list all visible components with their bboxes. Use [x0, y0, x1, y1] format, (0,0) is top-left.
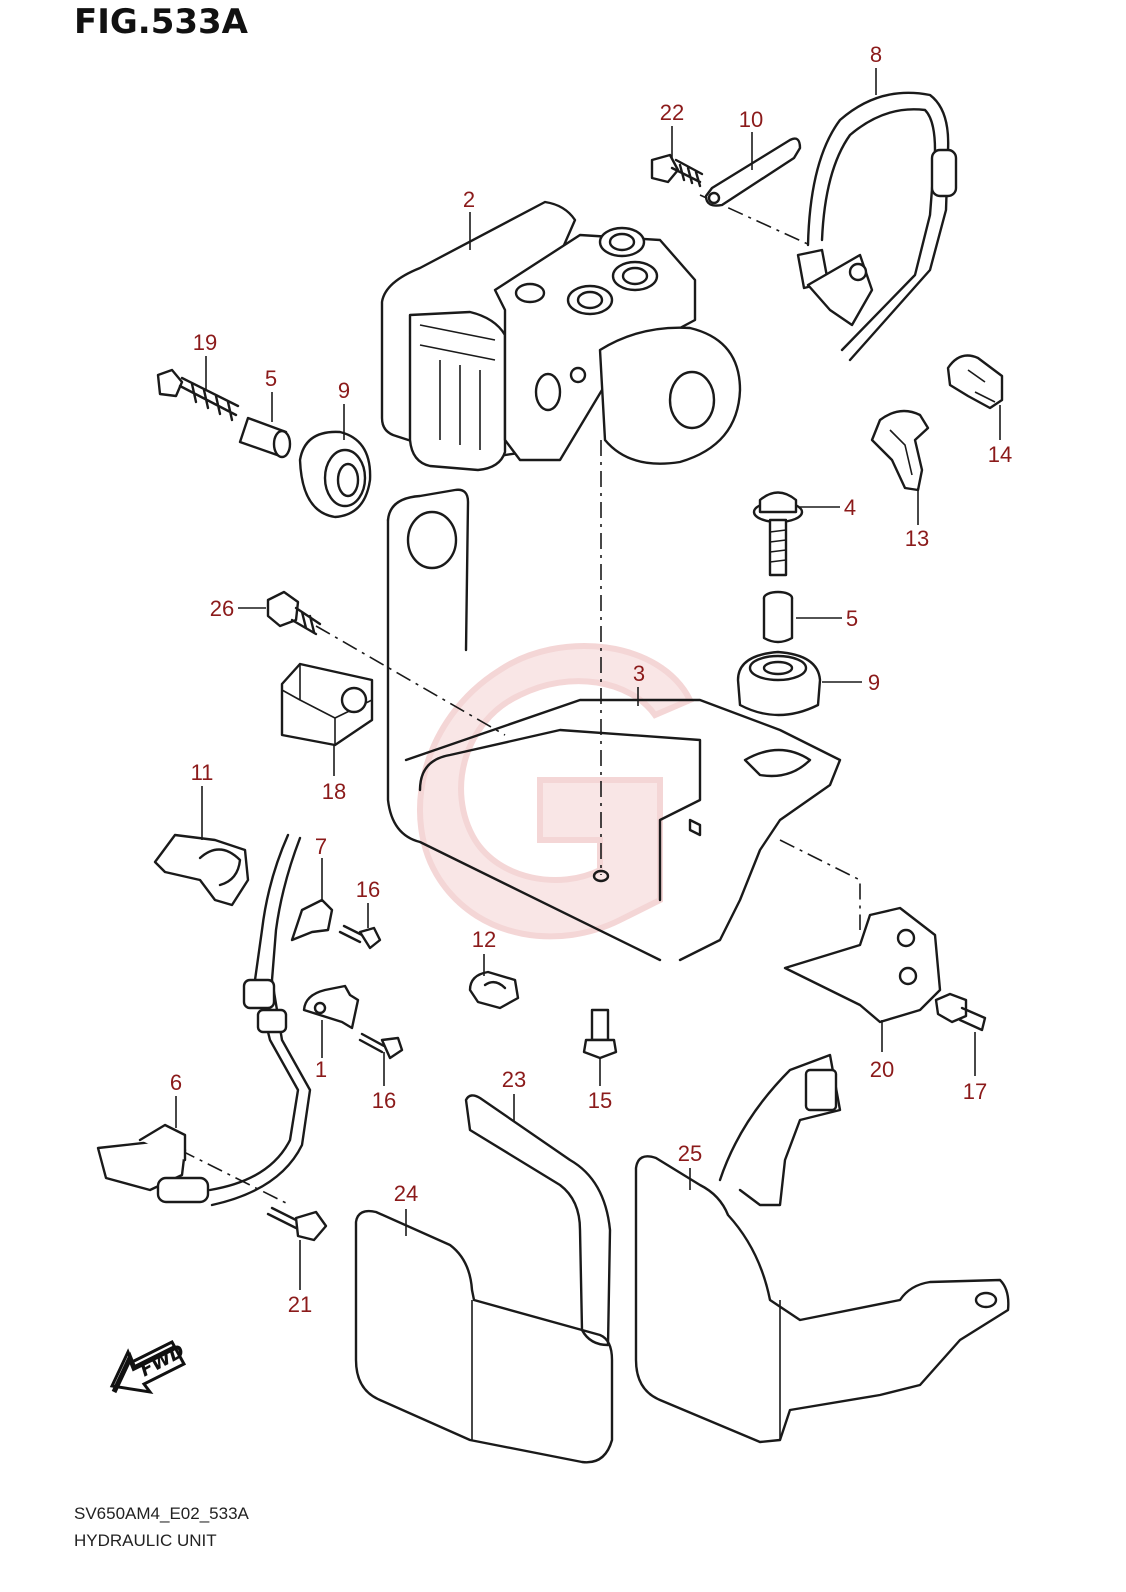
callout-22: 22 [660, 100, 684, 125]
callout-12: 12 [472, 927, 496, 952]
callout-13: 13 [905, 526, 929, 551]
callout-9-right: 9 [868, 670, 880, 695]
part-5-collar-left [238, 416, 292, 459]
part-24-cover [354, 1209, 614, 1464]
part-11-clamp [153, 833, 250, 907]
part-4-bolt [752, 491, 804, 577]
callout-5-right: 5 [846, 606, 858, 631]
callout-numbers: 1 2 3 4 5 5 6 7 8 9 9 10 11 12 13 14 15 … [170, 42, 1012, 1317]
callout-2: 2 [463, 187, 475, 212]
callout-3: 3 [633, 661, 645, 686]
callout-5-left: 5 [265, 366, 277, 391]
part-16-bolt-upper [338, 924, 382, 950]
callout-11: 11 [191, 760, 214, 785]
part-14-clamp [946, 354, 1004, 410]
figure-title: FIG.533A [74, 2, 248, 42]
part-9-grommet-left [298, 430, 372, 519]
part-8-wheel-speed-sensor-front [796, 91, 958, 362]
part-2-hydraulic-unit [380, 200, 742, 472]
part-19-bolt [156, 368, 240, 422]
part-7-clip [290, 898, 334, 942]
figure-name-label: HYDRAULIC UNIT [74, 1531, 217, 1550]
part-15-bolt [582, 1008, 618, 1060]
part-20-bracket [783, 906, 942, 1024]
callout-16-upper: 16 [356, 877, 380, 902]
part-22-bolt [650, 153, 704, 188]
callout-16-lower: 16 [372, 1088, 396, 1113]
callout-10: 10 [739, 107, 763, 132]
part-3-mounting-bracket [386, 488, 842, 962]
g-logo-watermark [417, 643, 695, 940]
callout-14: 14 [988, 442, 1012, 467]
callout-6: 6 [170, 1070, 182, 1095]
callout-25: 25 [678, 1141, 702, 1166]
part-5-collar-right [762, 590, 794, 644]
callout-18: 18 [322, 779, 346, 804]
callout-8: 8 [870, 42, 882, 67]
leader-lines [175, 68, 1001, 1290]
model-code-label: SV650AM4_E02_533A [74, 1504, 249, 1523]
callout-15: 15 [588, 1088, 612, 1113]
fwd-arrow-icon: FWD [109, 1340, 188, 1395]
part-12-clamp [468, 970, 520, 1010]
callout-4: 4 [844, 495, 856, 520]
callout-23: 23 [502, 1067, 526, 1092]
part-23-strap [464, 1094, 612, 1347]
callout-9-left: 9 [338, 378, 350, 403]
callout-7: 7 [315, 834, 327, 859]
callout-17: 17 [963, 1079, 987, 1104]
part-1-clip [302, 984, 360, 1030]
part-21-bolt [266, 1206, 328, 1242]
part-16-bolt-lower [358, 1032, 404, 1060]
callout-19: 19 [193, 330, 217, 355]
callout-24: 24 [394, 1181, 418, 1206]
part-18-nut-plate [280, 662, 374, 747]
assembly-dashed-lines [179, 194, 861, 1206]
callout-21: 21 [288, 1292, 312, 1317]
part-26-bolt [266, 590, 322, 636]
callout-26: 26 [210, 596, 234, 621]
part-10-sensor-bracket [704, 137, 802, 207]
part-17-bolt [934, 992, 987, 1032]
callout-1: 1 [315, 1057, 327, 1082]
part-25-cover [634, 1053, 1010, 1444]
part-6-wheel-speed-sensor-rear [96, 833, 312, 1207]
part-9-grommet-right [736, 650, 822, 717]
callout-20: 20 [870, 1057, 894, 1082]
part-13-clamp [870, 409, 930, 492]
